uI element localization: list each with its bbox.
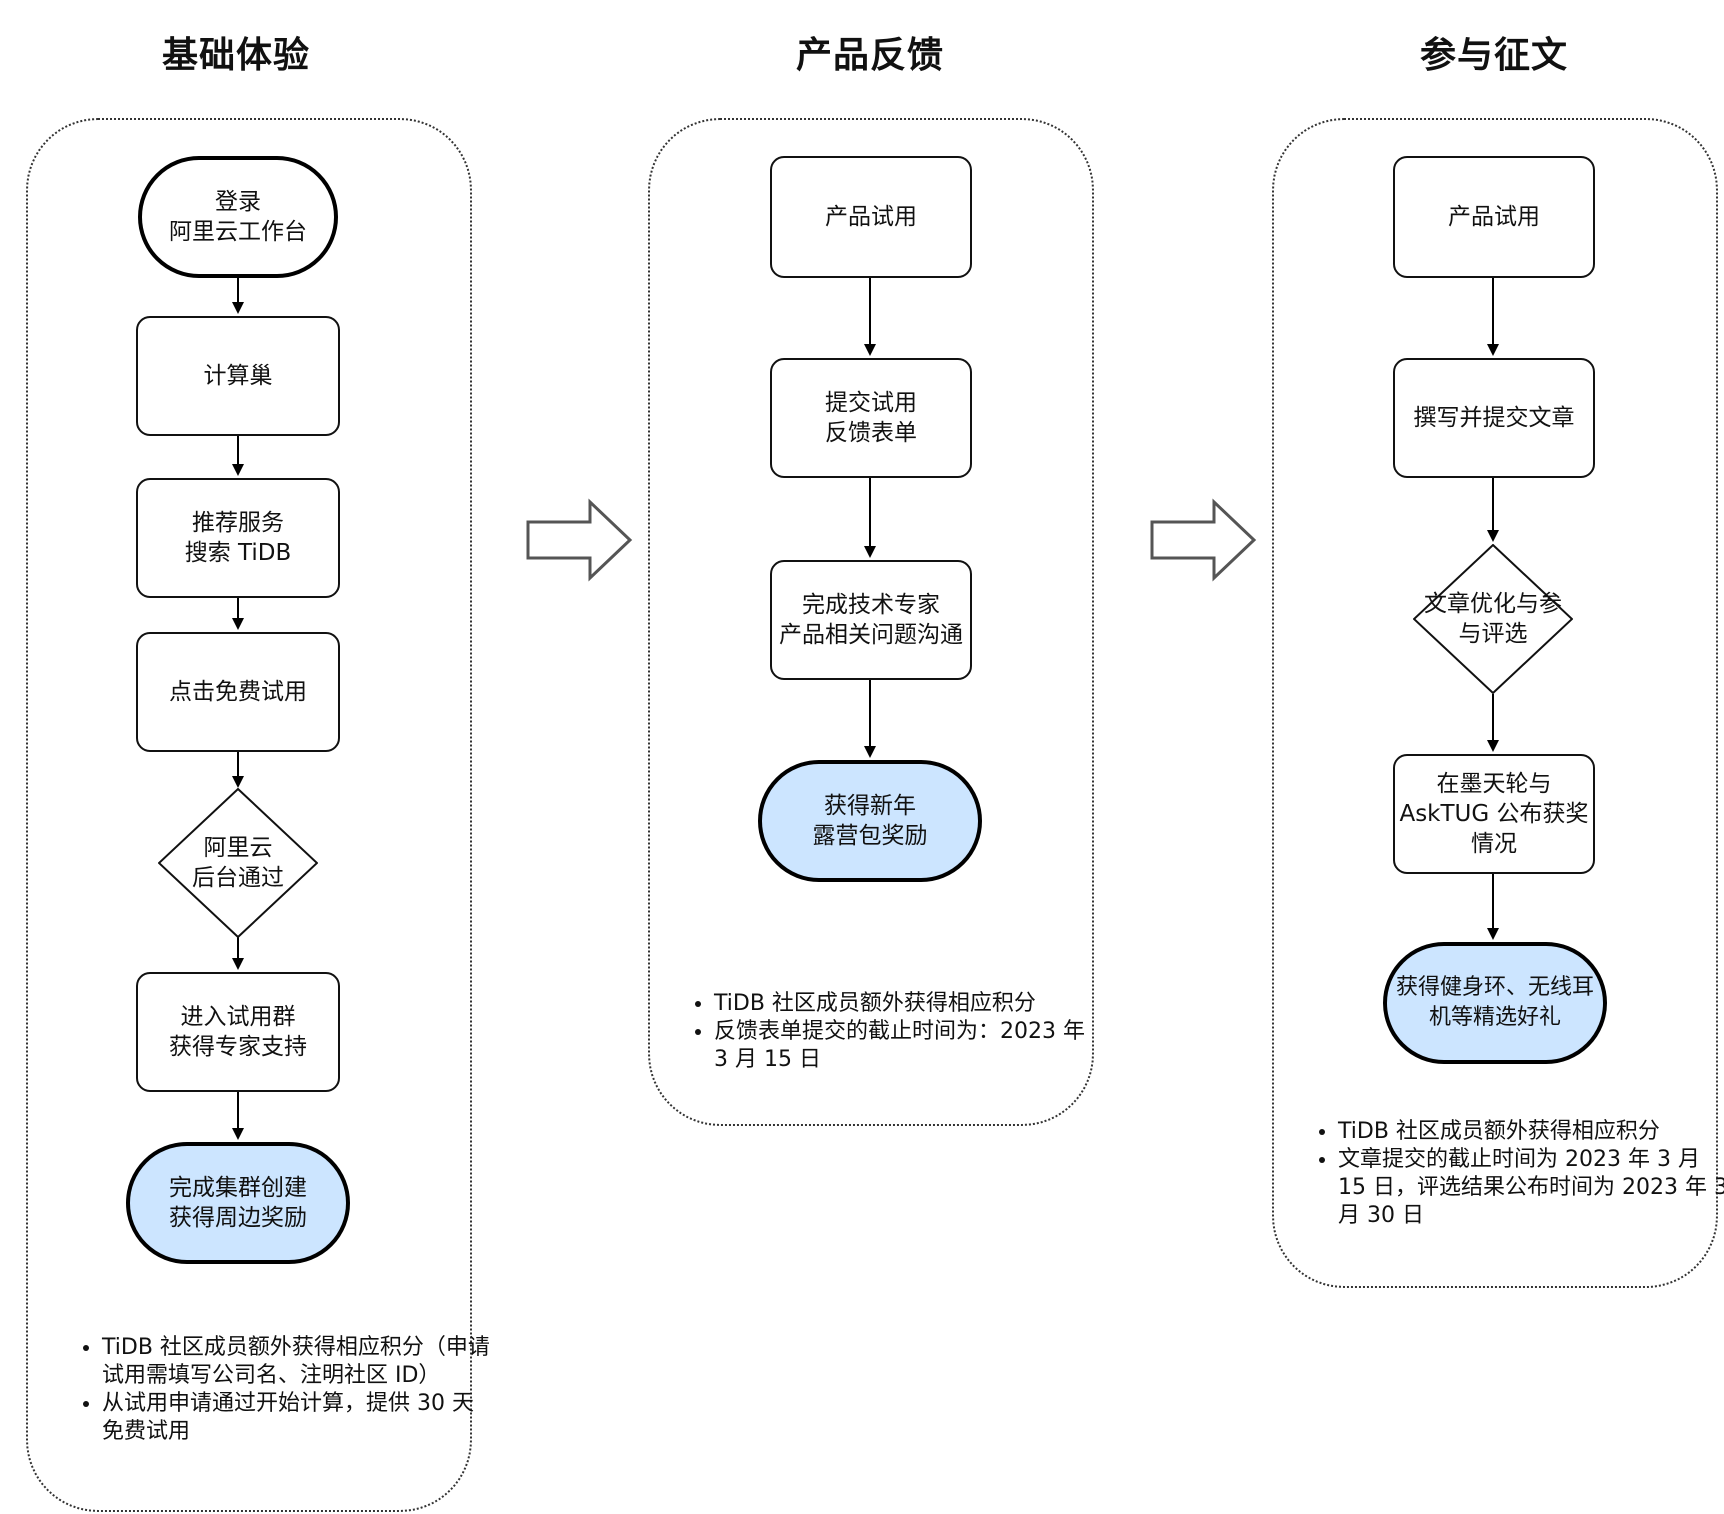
node-free-trial: 点击免费试用	[136, 632, 340, 752]
notes-feedback: TiDB 社区成员额外获得相应积分 反馈表单提交的截止时间为：2023 年 3 …	[684, 990, 1104, 1074]
node-submit-form: 提交试用 反馈表单	[770, 358, 972, 478]
column-title-basic: 基础体验	[161, 35, 310, 76]
node-approval-decision: 阿里云 后台通过	[158, 788, 318, 938]
node-review-label: 文章优化与参 与评选	[1424, 591, 1562, 647]
column-title-feedback: 产品反馈	[795, 35, 944, 76]
node-reward-basic: 完成集群创建 获得周边奖励	[126, 1142, 350, 1264]
panel-feedback	[648, 118, 1094, 1126]
node-login: 登录 阿里云工作台	[138, 156, 338, 278]
column-title-essay: 参与征文	[1419, 35, 1568, 76]
node-expert-communication: 完成技术专家 产品相关问题沟通	[770, 560, 972, 680]
node-write-article: 撰写并提交文章	[1393, 358, 1595, 478]
panel-basic	[26, 118, 472, 1512]
node-reward-essay: 获得健身环、无线耳 机等精选好礼	[1383, 942, 1607, 1064]
notes-basic: TiDB 社区成员额外获得相应积分（申请试用需填写公司名、注明社区 ID） 从试…	[72, 1334, 492, 1446]
node-approval-label: 阿里云 后台通过	[192, 835, 284, 891]
flow-arrow-1	[526, 498, 633, 582]
note-item: 文章提交的截止时间为 2023 年 3 月 15 日，评选结果公布时间为 202…	[1338, 1146, 1724, 1230]
note-item: TiDB 社区成员额外获得相应积分	[1338, 1118, 1724, 1146]
panel-essay	[1272, 118, 1718, 1288]
note-item: 从试用申请通过开始计算，提供 30 天免费试用	[102, 1390, 492, 1446]
flow-arrow-2	[1150, 498, 1257, 582]
node-product-trial: 产品试用	[770, 156, 972, 278]
node-product-trial-essay: 产品试用	[1393, 156, 1595, 278]
node-announce-results: 在墨天轮与 AskTUG 公布获奖 情况	[1393, 754, 1595, 874]
node-review-decision: 文章优化与参 与评选	[1413, 544, 1573, 694]
note-item: 反馈表单提交的截止时间为：2023 年 3 月 15 日	[714, 1018, 1104, 1074]
note-item: TiDB 社区成员额外获得相应积分（申请试用需填写公司名、注明社区 ID）	[102, 1334, 492, 1390]
node-compute-nest: 计算巢	[136, 316, 340, 436]
node-join-group: 进入试用群 获得专家支持	[136, 972, 340, 1092]
note-item: TiDB 社区成员额外获得相应积分	[714, 990, 1104, 1018]
node-recommend: 推荐服务 搜索 TiDB	[136, 478, 340, 598]
notes-essay: TiDB 社区成员额外获得相应积分 文章提交的截止时间为 2023 年 3 月 …	[1308, 1118, 1724, 1230]
node-reward-feedback: 获得新年 露营包奖励	[758, 760, 982, 882]
